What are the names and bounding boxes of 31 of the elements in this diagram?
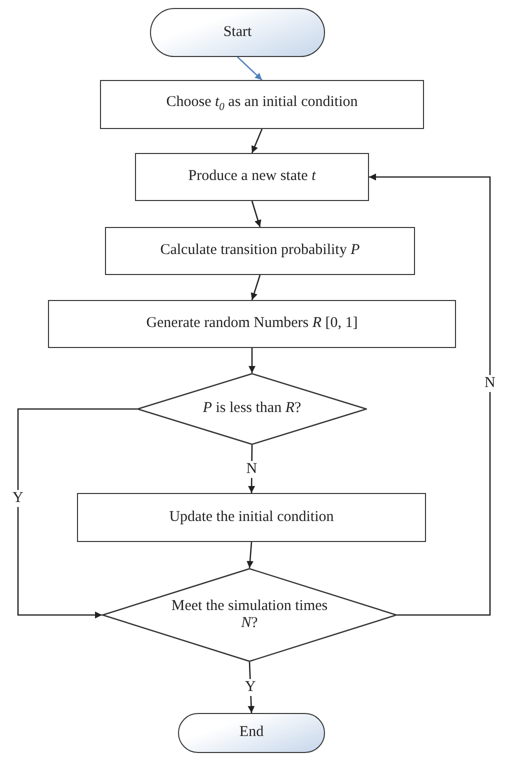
- arrow: [251, 128, 263, 154]
- decision-diamond: [102, 568, 397, 662]
- arrow: [251, 200, 262, 228]
- decision-diamond: [137, 373, 367, 445]
- node-text: Calculate transition probability P: [160, 242, 360, 260]
- node-text: Generate random Numbers R [0, 1]: [146, 315, 358, 333]
- edge-label: Y: [245, 679, 256, 696]
- process-box: [77, 493, 426, 542]
- terminal-shape: [150, 8, 325, 57]
- arrow: [250, 274, 261, 300]
- edge-label: Y: [12, 490, 24, 506]
- edge-label: N: [484, 374, 496, 392]
- arrow: [246, 542, 254, 568]
- arrow: [248, 348, 256, 373]
- process-box: [105, 227, 415, 275]
- node-text: Start: [223, 24, 252, 42]
- node-text: Update the initial condition: [169, 508, 334, 526]
- node-text: End: [239, 724, 264, 742]
- arrow: [237, 56, 262, 80]
- process-box: [48, 300, 456, 348]
- terminal-shape: [178, 713, 325, 753]
- node-text: Produce a new state t: [188, 168, 316, 186]
- node-text: Choose t$_{0}$ as an initial condition: [166, 94, 358, 115]
- node-text: P is less than R?: [202, 400, 302, 418]
- node-text: Meet the simulation times N?: [170, 598, 329, 632]
- arrow: [369, 174, 491, 616]
- arrow: [248, 445, 256, 493]
- process-box: [100, 80, 424, 129]
- edge-label: N: [246, 460, 258, 478]
- arrow: [17, 408, 137, 618]
- process-box: [135, 153, 369, 201]
